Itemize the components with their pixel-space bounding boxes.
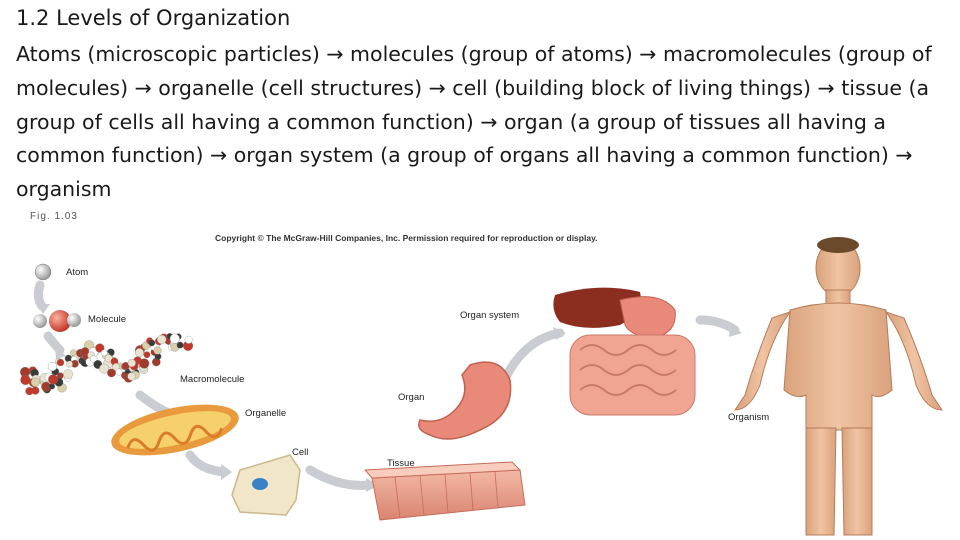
macromolecule-atom bbox=[56, 358, 65, 367]
mitochondrion-graphic bbox=[111, 404, 239, 456]
macromolecule-atom bbox=[184, 335, 193, 344]
label-organ: Organ bbox=[398, 392, 425, 403]
macromolecule-atom bbox=[135, 348, 144, 357]
macromolecule-atom bbox=[48, 374, 59, 385]
macromolecule-atom bbox=[153, 346, 162, 355]
label-tissue: Tissue bbox=[387, 458, 415, 469]
stomach-graphic bbox=[418, 361, 512, 440]
label-organ-system: Organ system bbox=[460, 310, 520, 321]
macromolecule-atom bbox=[127, 358, 136, 368]
label-molecule: Molecule bbox=[88, 314, 127, 325]
label-macromolecule: Macromolecule bbox=[180, 374, 245, 385]
figure-number: Fig. 1.03 bbox=[30, 211, 78, 222]
macromolecule-atom bbox=[169, 333, 180, 344]
macromolecule-atom bbox=[127, 372, 136, 381]
label-organelle: Organelle bbox=[245, 408, 287, 419]
macromolecule-atom bbox=[20, 374, 31, 385]
macromolecule-atom bbox=[176, 341, 184, 349]
label-cell: Cell bbox=[292, 447, 309, 458]
macromolecule-atom bbox=[95, 343, 105, 353]
macromolecule-atom bbox=[115, 368, 123, 376]
macromolecule-atom bbox=[139, 358, 150, 369]
macromolecule-atom bbox=[70, 349, 77, 356]
atom-sphere bbox=[34, 263, 52, 281]
macromolecule-atom bbox=[143, 351, 151, 359]
label-atom: Atom bbox=[66, 267, 89, 278]
slide-body-text: Atoms (microscopic particles) → molecule… bbox=[16, 42, 932, 202]
levels-of-organization-figure bbox=[20, 237, 943, 536]
organ-system-graphic bbox=[553, 287, 696, 416]
copyright-notice: Copyright © The McGraw-Hill Companies, I… bbox=[215, 233, 598, 243]
macromolecule-atom bbox=[148, 339, 156, 347]
macromolecule-atom bbox=[31, 386, 40, 395]
macromolecule-atom bbox=[66, 360, 73, 368]
macromolecule-atom bbox=[99, 363, 109, 374]
human-body-graphic bbox=[734, 237, 943, 536]
macromolecule-atom bbox=[80, 347, 90, 356]
macromolecule-graphic bbox=[20, 333, 194, 396]
slide-title: 1.2 Levels of Organization bbox=[16, 6, 291, 30]
tissue-graphic bbox=[363, 461, 526, 521]
macromolecule-atom bbox=[63, 369, 73, 379]
macromolecule-atom bbox=[47, 361, 57, 372]
cell-graphic bbox=[231, 454, 301, 516]
label-organism: Organism bbox=[728, 412, 770, 423]
molecule-graphic bbox=[33, 310, 81, 332]
macromolecule-atom bbox=[100, 349, 108, 357]
macromolecule-atom bbox=[157, 334, 167, 345]
macromolecule-atom bbox=[30, 377, 40, 387]
